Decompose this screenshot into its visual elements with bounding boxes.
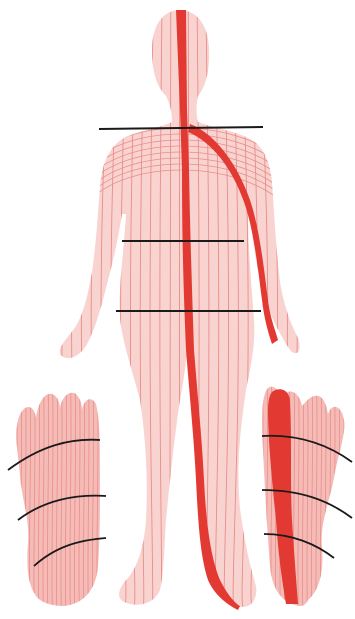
foot-meridian-line — [101, 380, 102, 619]
foot-meridian-line — [347, 380, 348, 619]
foot-meridian-line — [11, 380, 12, 619]
body-meridian-line — [101, 0, 110, 619]
shoulder-marker-line — [99, 127, 263, 129]
body-meridian-line — [111, 0, 119, 619]
right-foot-sole-view — [257, 380, 352, 619]
left-foot-sole-view — [8, 380, 106, 619]
foot-meridian-line — [16, 380, 17, 619]
foot-meridian-line — [257, 380, 258, 619]
